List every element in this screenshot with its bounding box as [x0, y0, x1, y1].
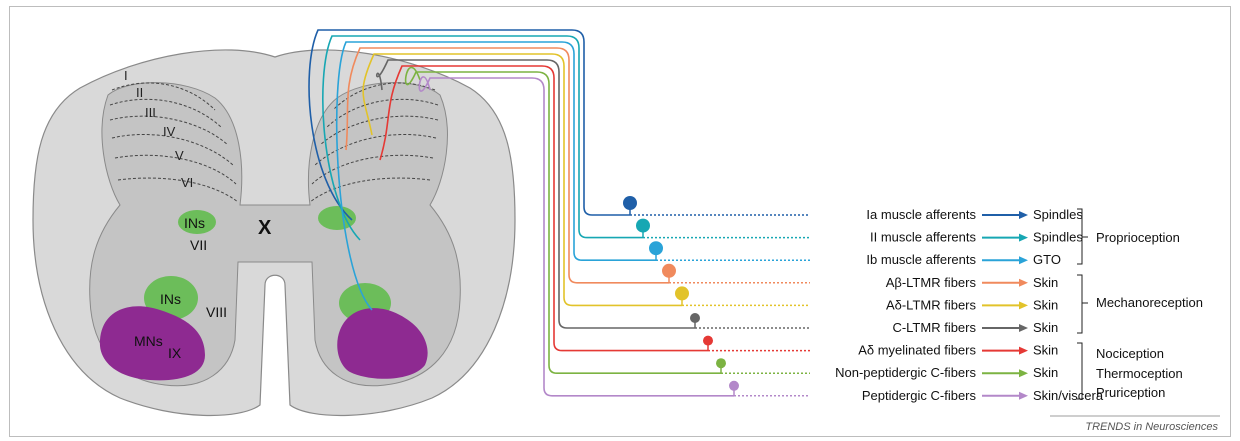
fiber-soma-5	[675, 286, 689, 301]
lamina-label-3: III	[145, 105, 156, 120]
ins-dorsal-label: INs	[184, 215, 205, 231]
fiber-soma-9	[729, 380, 739, 391]
bracket-mechanoreception	[1077, 274, 1088, 334]
fiber-target-6: Skin	[1033, 320, 1058, 335]
group-proprioception: Proprioception	[1096, 230, 1180, 245]
fiber-axon-4	[345, 47, 669, 284]
fiber-target-4: Skin	[1033, 275, 1058, 290]
fiber-arrow-head-4	[1019, 278, 1028, 287]
fiber-soma-3	[649, 241, 663, 256]
fiber-arrow-head-5	[1019, 301, 1028, 310]
lamina-vii-label: VII	[190, 237, 207, 253]
lamina-label-5: V	[175, 148, 184, 163]
fiber-arrow-head-8	[1019, 369, 1028, 378]
fiber-axon-7	[379, 65, 708, 352]
right-dorsal-horn-laminae	[309, 82, 439, 203]
lamina-label-4: IV	[163, 124, 176, 139]
fiber-target-2: Spindles	[1033, 230, 1083, 245]
fiber-soma-2	[636, 218, 650, 233]
fiber-label-3: Ib muscle afferents	[866, 252, 976, 267]
fiber-target-8: Skin	[1033, 365, 1058, 380]
fiber-target-5: Skin	[1033, 297, 1058, 312]
fiber-soma-7	[703, 335, 713, 346]
lamina-ix-label: IX	[168, 345, 182, 361]
bracket-proprioception	[1077, 208, 1088, 265]
fiber-axon-6	[375, 59, 695, 329]
lamina-label-2: II	[136, 85, 143, 100]
lamina-viii-label: VIII	[206, 304, 227, 320]
group-mechanoreception: Mechanoreception	[1096, 295, 1203, 310]
fiber-axon-5	[362, 53, 682, 307]
figure-frame	[9, 6, 1231, 437]
fiber-axon-8	[404, 66, 721, 374]
fiber-arrow-head-6	[1019, 324, 1028, 332]
fiber-target-1: Spindles	[1033, 207, 1083, 222]
fiber-label-1: Ia muscle afferents	[866, 207, 976, 222]
fiber-arrow-head-9	[1019, 391, 1028, 400]
fiber-target-9: Skin/viscera	[1033, 388, 1104, 403]
interneurons-dorsal-left	[178, 210, 216, 234]
fiber-label-8: Non-peptidergic C-fibers	[835, 365, 976, 380]
fiber-axon-1	[308, 29, 630, 221]
afferent-fibers	[308, 29, 810, 397]
lamina-x-label: X	[258, 217, 272, 239]
bracket-nociception	[1077, 342, 1083, 400]
fiber-soma-4	[662, 263, 676, 278]
motor-neurons-left	[99, 306, 205, 381]
group-brackets	[1077, 208, 1088, 400]
fiber-soma-6	[690, 313, 700, 323]
interneurons-ventral-left	[144, 276, 198, 320]
ins-ventral-label: INs	[160, 291, 181, 307]
fiber-target-3: GTO	[1033, 252, 1061, 267]
group-nociception: Nociception	[1096, 346, 1164, 361]
fiber-label-4: Aβ-LTMR fibers	[886, 275, 977, 290]
fiber-target-7: Skin	[1033, 343, 1058, 358]
motor-neurons-right	[337, 308, 428, 379]
group-thermoception: Thermoception	[1096, 366, 1183, 381]
group-pruriception: Pruriception	[1096, 385, 1165, 400]
fiber-soma-8	[716, 358, 726, 369]
left-dorsal-horn-laminae	[109, 82, 239, 203]
lamina-label-6: VI	[181, 175, 193, 190]
fiber-arrow-head-2	[1019, 233, 1028, 242]
fiber-label-5: Aδ-LTMR fibers	[886, 297, 977, 312]
fiber-label-6: C-LTMR fibers	[892, 320, 976, 335]
fiber-axon-3	[335, 41, 656, 311]
fiber-axon-2	[322, 35, 643, 241]
interneurons-dorsal-right	[318, 206, 356, 230]
fiber-arrow-head-7	[1019, 346, 1028, 355]
fiber-label-9: Peptidergic C-fibers	[862, 388, 977, 403]
fiber-arrow-head-3	[1019, 256, 1028, 265]
fiber-axon-9	[418, 76, 734, 397]
fiber-soma-1	[623, 196, 637, 210]
journal-credit: TRENDS in Neurosciences	[1085, 421, 1218, 433]
mns-label: MNs	[134, 333, 163, 349]
lamina-label-1: I	[124, 68, 128, 83]
fiber-label-7: Aδ myelinated fibers	[858, 343, 976, 358]
fiber-label-2: II muscle afferents	[870, 230, 976, 245]
fiber-arrow-head-1	[1019, 211, 1028, 219]
